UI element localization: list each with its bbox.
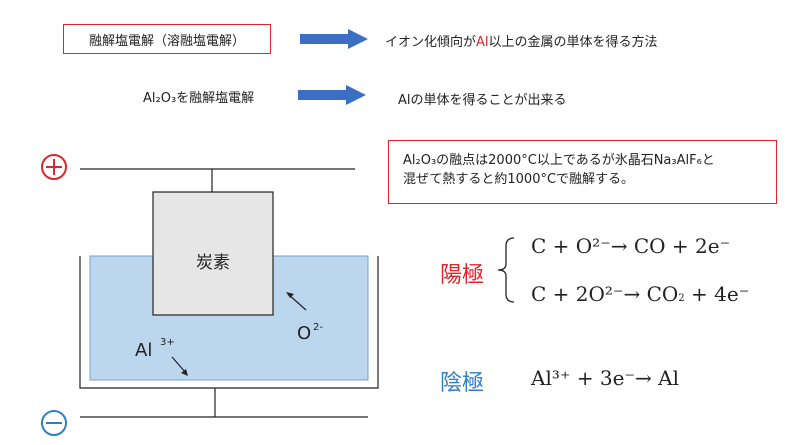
al2o3-electrolysis-label: Al₂O₃を融解塩電解 <box>143 91 255 106</box>
al-ion-label: Al <box>135 340 152 361</box>
minus-terminal-icon <box>41 410 67 436</box>
al-ion-arrow <box>171 356 187 374</box>
carbon-electrode <box>152 191 274 316</box>
o-ion-arrowhead-icon <box>286 292 294 298</box>
o-ion-charge: 2- <box>313 322 323 333</box>
method-label: 融解塩電解（溶融塩電解） <box>88 33 245 49</box>
carbon-label: 炭素 <box>196 253 230 273</box>
cathode-equation: Al³⁺ + 3e⁻→ Al <box>531 366 679 390</box>
plus-terminal-icon <box>41 154 67 180</box>
co2-subscript: 2 <box>678 293 685 304</box>
anode-equation-1: C + O²⁻→ CO + 2e⁻ <box>531 234 731 258</box>
method-label-box: 融解塩電解（溶融塩電解） <box>63 24 271 54</box>
electrolysis-diagram: 炭素 O 2- Al 3+ <box>41 154 379 436</box>
al-ion-charge: 3+ <box>160 337 175 348</box>
vessel <box>79 256 379 389</box>
al-ion-arrowhead-icon <box>181 369 188 376</box>
right-arrow-icon-2 <box>298 85 366 105</box>
method-description: イオン化傾向がAl以上の金属の単体を得る方法 <box>385 35 658 50</box>
note-line-2: 混ぜて熱すると約1000°Cで融解する。 <box>403 172 635 187</box>
al-result-label: Alの単体を得ることが出来る <box>398 93 567 108</box>
cathode-label: 陰極 <box>440 371 485 396</box>
anode-brace-icon <box>497 237 515 303</box>
right-arrow-icon <box>300 29 368 49</box>
anode-label: 陽極 <box>440 263 485 288</box>
o-ion-label: O <box>297 323 311 344</box>
melting-point-note: Al₂O₃の融点は2000°C以上であるが氷晶石Na₃AlF₆と 混ぜて熱すると… <box>388 140 777 204</box>
note-line-1: Al₂O₃の融点は2000°C以上であるが氷晶石Na₃AlF₆と <box>403 153 715 168</box>
anode-equation-2: C + 2O²⁻→ CO2 + 4e⁻ <box>531 282 750 306</box>
highlight-al: Al <box>476 35 489 50</box>
